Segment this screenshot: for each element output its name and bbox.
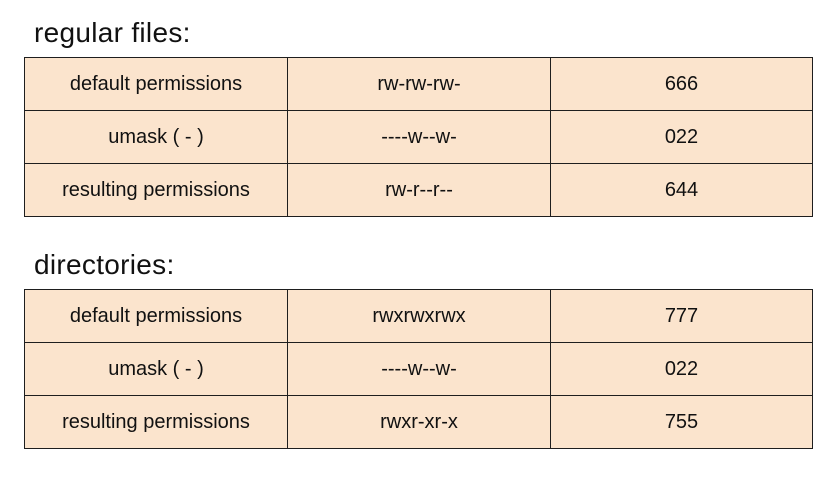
directories-permissions-table: default permissions rwxrwxrwx 777 umask … <box>24 289 813 449</box>
row-label: resulting permissions <box>24 163 288 217</box>
octal-permissions: 644 <box>550 163 813 217</box>
row-label: default permissions <box>24 289 288 343</box>
directories-heading: directories: <box>34 249 175 280</box>
symbolic-permissions: ----w--w- <box>287 110 551 164</box>
octal-permissions: 022 <box>550 342 813 396</box>
regular-files-permissions-table: default permissions rw-rw-rw- 666 umask … <box>24 57 813 217</box>
table-row: umask ( - ) ----w--w- 022 <box>24 342 813 396</box>
row-label: default permissions <box>24 57 288 111</box>
regular-files-heading: regular files: <box>34 17 191 48</box>
table-row: umask ( - ) ----w--w- 022 <box>24 110 813 164</box>
octal-permissions: 666 <box>550 57 813 111</box>
symbolic-permissions: rwxr-xr-x <box>287 395 551 449</box>
symbolic-permissions: rw-rw-rw- <box>287 57 551 111</box>
symbolic-permissions: ----w--w- <box>287 342 551 396</box>
symbolic-permissions: rw-r--r-- <box>287 163 551 217</box>
octal-permissions: 777 <box>550 289 813 343</box>
table-row: default permissions rw-rw-rw- 666 <box>24 57 813 111</box>
table-row: resulting permissions rw-r--r-- 644 <box>24 163 813 217</box>
table-row: default permissions rwxrwxrwx 777 <box>24 289 813 343</box>
table-row: resulting permissions rwxr-xr-x 755 <box>24 395 813 449</box>
row-label: resulting permissions <box>24 395 288 449</box>
row-label: umask ( - ) <box>24 110 288 164</box>
row-label: umask ( - ) <box>24 342 288 396</box>
symbolic-permissions: rwxrwxrwx <box>287 289 551 343</box>
octal-permissions: 022 <box>550 110 813 164</box>
octal-permissions: 755 <box>550 395 813 449</box>
